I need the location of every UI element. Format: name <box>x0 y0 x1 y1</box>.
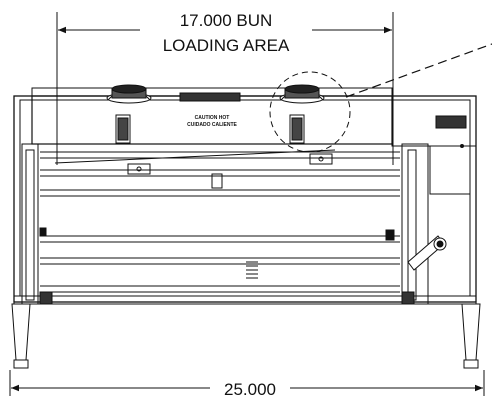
right-control-label-plate <box>435 115 467 129</box>
detail-circle <box>269 71 351 153</box>
bun-dimension-text-1: 17.000 BUN <box>180 11 273 30</box>
right-lever <box>407 235 447 271</box>
bun-dimension-text-2: LOADING AREA <box>163 36 290 55</box>
left-knob <box>106 84 152 104</box>
right-knob <box>279 84 325 104</box>
overall-width-text: 25.000 <box>224 380 276 399</box>
bun-loading-area-dimension: 17.000 BUN LOADING AREA <box>56 11 394 165</box>
left-foot-pad-inner <box>39 291 53 305</box>
conveyor-slant-bar <box>54 149 336 164</box>
right-control-plate-detail <box>291 117 303 141</box>
right-leg <box>461 303 481 369</box>
right-lower-box <box>429 145 471 195</box>
right-bracket <box>309 153 333 165</box>
left-pin <box>39 227 47 237</box>
right-side-rail-inner <box>407 149 417 301</box>
toaster-body: CAUTION HOT CUIDADO CALIENTE <box>11 84 481 369</box>
left-bracket <box>127 163 151 175</box>
left-leg <box>11 303 31 369</box>
outer-housing <box>13 95 477 303</box>
left-side-rail-outer <box>21 143 39 305</box>
caution-label-line1: CAUTION HOT <box>195 115 230 121</box>
center-spring <box>246 261 258 279</box>
right-foot-pad-inner <box>401 291 415 305</box>
left-control-plate-detail <box>117 117 129 141</box>
caution-label-line2: CUIDADO CALIENTE <box>187 122 237 128</box>
right-pin <box>385 229 395 241</box>
left-side-rail-inner <box>25 149 35 301</box>
center-clip <box>211 173 223 189</box>
overall-width-dimension: 25.000 <box>9 370 485 399</box>
right-screw <box>460 144 464 148</box>
right-side-rail-outer <box>401 143 429 305</box>
bottom-rail <box>13 295 477 305</box>
detail-leader-line <box>345 43 492 98</box>
center-label-bar <box>179 92 241 102</box>
